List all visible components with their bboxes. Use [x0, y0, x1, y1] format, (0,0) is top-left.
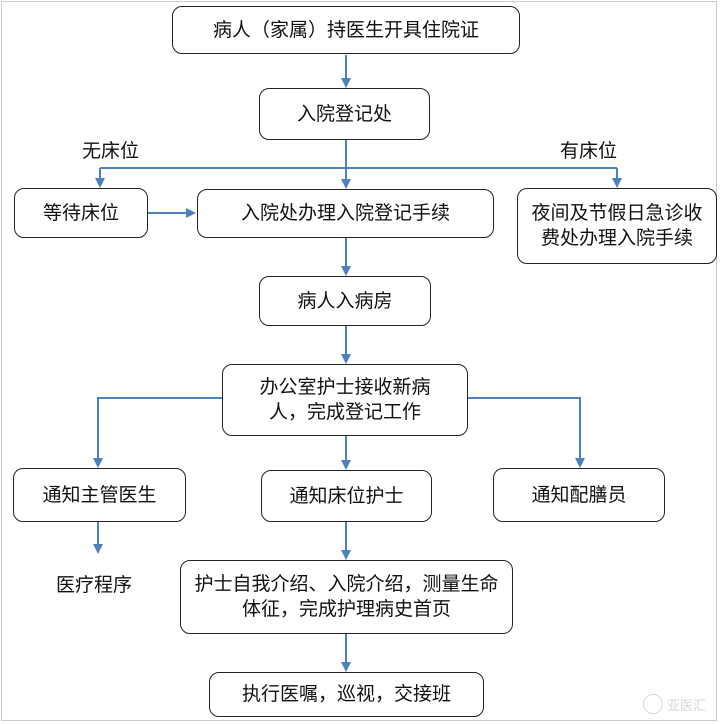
node-notify-bed-nurse: 通知床位护士: [261, 470, 432, 522]
node-notify-doctor: 通知主管医生: [13, 468, 186, 522]
node-execute: 执行医嘱，巡视，交接班: [209, 672, 484, 717]
node-office-nurse: 办公室护士接收新病人，完成登记工作: [222, 364, 468, 436]
label-no-bed: 无床位: [82, 140, 140, 162]
watermark: 亚医汇: [642, 694, 706, 714]
watermark-text: 亚医汇: [666, 698, 706, 714]
watermark-logo-icon: [642, 694, 663, 714]
label-medical-procedure: 医疗程序: [56, 574, 133, 596]
node-night-holiday: 夜间及节假日急诊收费处办理入院手续: [517, 188, 717, 264]
node-handle-admission: 入院处办理入院登记手续: [197, 189, 494, 238]
label-has-bed: 有床位: [560, 140, 618, 162]
arrow-to-notify-doctor: [93, 397, 222, 468]
node-nurse-intro: 护士自我介绍、入院介绍，测量生命体征，完成护理病史首页: [180, 560, 513, 634]
node-enter-ward: 病人入病房: [259, 276, 431, 326]
node-wait-bed: 等待床位: [14, 188, 148, 238]
node-notify-catering: 通知配膳员: [493, 468, 665, 522]
node-registration-office: 入院登记处: [259, 88, 430, 140]
node-holder: 病人（家属）持医生开具住院证: [172, 6, 520, 54]
arrow-to-notify-catering: [468, 397, 585, 468]
